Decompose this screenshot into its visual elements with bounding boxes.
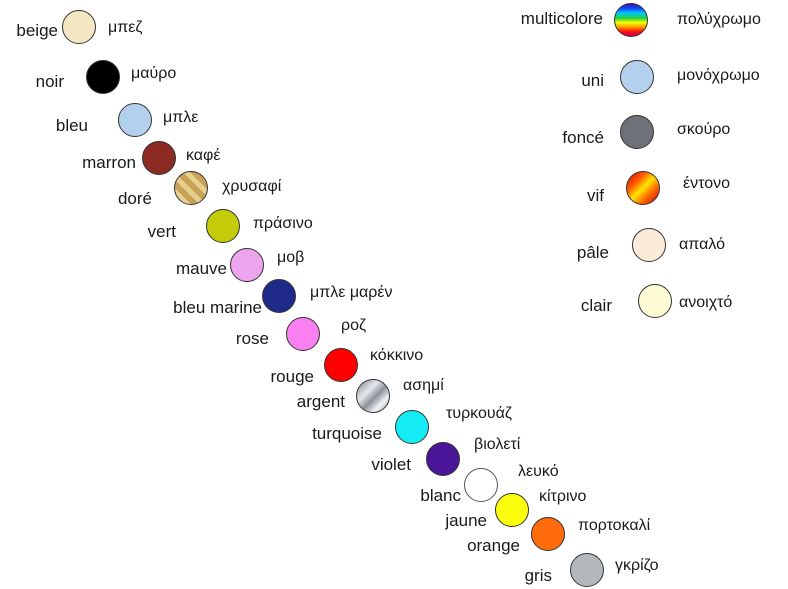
greek-label: κόκκινο: [370, 347, 424, 364]
french-label: marron: [82, 153, 136, 172]
greek-label: τυρκουάζ: [446, 405, 512, 422]
greek-label: μπλε μαρέν: [310, 284, 393, 301]
greek-label: λευκό: [518, 463, 559, 480]
french-label: bleu marine: [173, 298, 262, 317]
color-swatch-clair: [638, 284, 672, 318]
greek-label: ροζ: [341, 317, 367, 334]
french-label: violet: [371, 455, 411, 474]
greek-label: μοβ: [277, 249, 305, 266]
color-swatch-mauve: [230, 248, 264, 282]
french-label: turquoise: [312, 424, 382, 443]
color-swatch-marron: [142, 141, 176, 175]
french-label: doré: [117, 189, 152, 208]
french-label: rouge: [270, 367, 314, 386]
color-swatch-beige: [62, 10, 96, 44]
french-label: gris: [524, 566, 552, 585]
color-swatch-uni: [620, 60, 654, 94]
french-label: argent: [296, 392, 345, 411]
color-swatch-bleu-marine: [262, 279, 296, 313]
color-swatch-fonce: [620, 115, 654, 149]
color-swatch-jaune: [495, 493, 529, 527]
color-swatch-orange: [531, 517, 565, 551]
greek-label: έντονο: [683, 175, 731, 192]
color-swatch-rouge: [324, 348, 358, 382]
french-label: bleu: [55, 116, 88, 135]
french-label: clair: [580, 296, 612, 315]
greek-label: ανοιχτό: [679, 294, 733, 311]
color-swatch-argent: [356, 379, 390, 413]
french-label: pâle: [576, 243, 609, 262]
french-label: vert: [147, 222, 176, 241]
french-label: noir: [35, 72, 64, 91]
french-label: beige: [16, 21, 58, 40]
french-label: blanc: [420, 486, 461, 505]
color-swatch-multicolore: [614, 3, 648, 37]
greek-label: μπεζ: [108, 19, 143, 36]
french-label: orange: [467, 536, 520, 555]
color-swatch-pale: [632, 228, 666, 262]
color-swatch-rose: [286, 317, 320, 351]
greek-label: κίτρινο: [539, 488, 587, 505]
color-swatch-violet: [426, 442, 460, 476]
greek-label: ασημί: [403, 377, 444, 394]
greek-label: πορτοκαλί: [578, 517, 651, 534]
color-swatch-gris: [570, 553, 604, 587]
greek-label: γκρίζο: [615, 557, 659, 574]
greek-label: βιολετί: [474, 436, 521, 453]
greek-label: σκούρο: [677, 121, 731, 138]
greek-label: μαύρο: [131, 65, 177, 82]
color-swatch-blanc: [464, 468, 498, 502]
french-label: rose: [235, 329, 269, 348]
color-swatch-noir: [86, 60, 120, 94]
greek-label: μπλε: [163, 109, 199, 126]
greek-label: πράσινο: [253, 215, 313, 232]
french-label: uni: [581, 71, 604, 90]
color-swatch-dore: [174, 171, 208, 205]
greek-label: χρυσαφί: [222, 178, 282, 195]
greek-label: απαλό: [679, 236, 725, 253]
greek-label: μονόχρωμο: [677, 67, 760, 84]
greek-label: καφέ: [186, 147, 221, 164]
french-label: mauve: [175, 259, 227, 278]
greek-label: πολύχρωμο: [677, 11, 761, 28]
color-swatch-turquoise: [395, 410, 429, 444]
color-swatch-vert: [206, 209, 240, 243]
french-label: vif: [587, 186, 604, 205]
french-label: foncé: [562, 128, 604, 147]
color-swatch-vif: [626, 171, 660, 205]
color-swatch-bleu: [118, 103, 152, 137]
french-label: multicolore: [520, 9, 603, 28]
french-label: jaune: [445, 511, 487, 530]
